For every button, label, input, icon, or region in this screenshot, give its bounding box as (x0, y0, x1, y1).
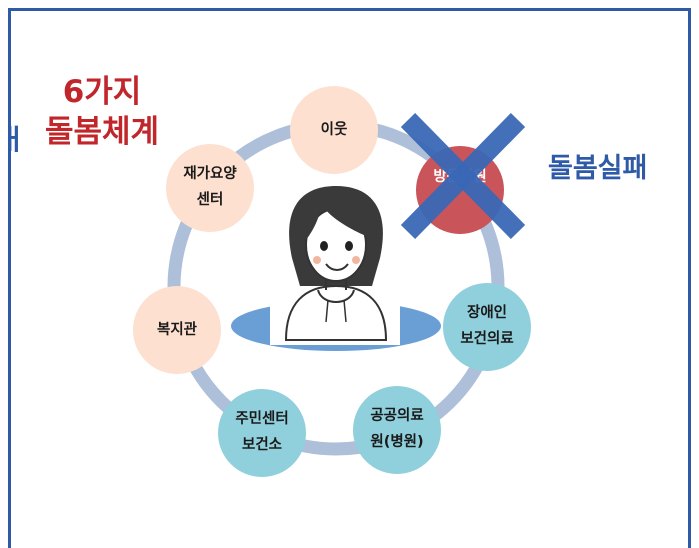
node-label-welfare-center: 복지관 (156, 322, 198, 338)
person-icon (270, 180, 400, 345)
node-welfare-center (133, 286, 221, 374)
status-label: 돌봄실패 (548, 153, 648, 184)
title-line-2: 돌봄체계 (44, 114, 160, 150)
cross-stroke-2 (400, 112, 526, 240)
node-label-neighbor: 이웃 (320, 122, 348, 138)
node-label-home-care: 재가요양 센터 (183, 166, 237, 208)
node-public-hospital (353, 386, 441, 474)
diagram-title: 6가지 돌봄체계 (22, 72, 182, 152)
node-disability-care (443, 283, 531, 371)
node-neighbor (290, 86, 378, 174)
title-line-1: 6가지 (62, 74, 142, 110)
border-frame (8, 8, 691, 548)
cut-off-text-fragment: ㅐ (0, 123, 26, 156)
node-label-health-center: 주민센터 보건소 (235, 411, 289, 453)
node-label-disability-care: 장애인 보건의료 (460, 305, 514, 347)
node-home-care (166, 144, 254, 232)
node-health-center (218, 389, 306, 477)
node-label-public-hospital: 공공의료 원(병원) (370, 408, 424, 450)
